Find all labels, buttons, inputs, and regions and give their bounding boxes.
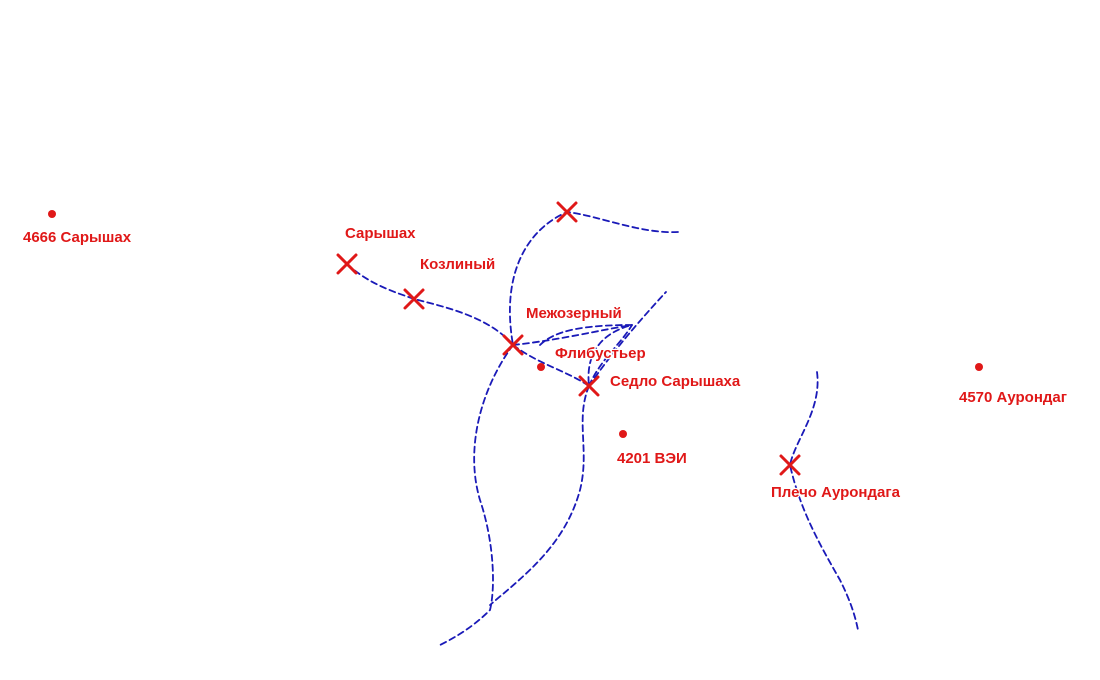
- cross-icon: [578, 375, 600, 397]
- trail-aurondag-shoulder: [789, 371, 859, 631]
- peak-label-2: Флибустьер: [555, 345, 646, 362]
- cross-icon: [502, 334, 524, 356]
- pass-label-3: Межозерный: [526, 305, 622, 322]
- pass-marker-5[interactable]: [556, 201, 578, 223]
- cross-icon: [403, 288, 425, 310]
- trail-sarishah-to-mezhozerny: [346, 263, 514, 346]
- pass-marker-3[interactable]: [502, 334, 524, 356]
- peak-dot-icon[interactable]: [619, 430, 627, 438]
- cross-icon: [336, 253, 358, 275]
- pass-label-4: Седло Сарышаха: [610, 373, 741, 390]
- trail-sedlo-to-northeast-b: [588, 291, 667, 387]
- pass-marker-4[interactable]: [578, 375, 600, 397]
- peak-label-1: 4666 Сарышах: [23, 229, 132, 246]
- trail-mezhozerny-to-northeast: [512, 324, 633, 346]
- trail-layer: [346, 211, 859, 647]
- peak-label-3: 4201 ВЭИ: [617, 450, 687, 467]
- peak-dot-icon[interactable]: [537, 363, 545, 371]
- trail-sedlo-south: [489, 385, 590, 606]
- trail-loop-west: [539, 324, 633, 387]
- pass-marker-2[interactable]: [403, 288, 425, 310]
- cross-icon: [779, 454, 801, 476]
- trail-mezhozerny-to-sedlo: [512, 344, 590, 387]
- pass-marker-1[interactable]: [336, 253, 358, 275]
- pass-label-1: Сарышах: [345, 225, 416, 242]
- cross-icon: [556, 201, 578, 223]
- peak-dot-icon[interactable]: [975, 363, 983, 371]
- peak-label-4: 4570 Аурондаг: [959, 389, 1067, 406]
- trail-mezhozerny-south-west: [437, 344, 514, 647]
- pass-marker-6[interactable]: [779, 454, 801, 476]
- pass-label-6: Плечо Аурондага: [771, 484, 901, 501]
- peak-dot-icon[interactable]: [48, 210, 56, 218]
- trail-north-pass-to-mezhozerny: [509, 211, 679, 346]
- pass-label-2: Козлиный: [420, 256, 495, 273]
